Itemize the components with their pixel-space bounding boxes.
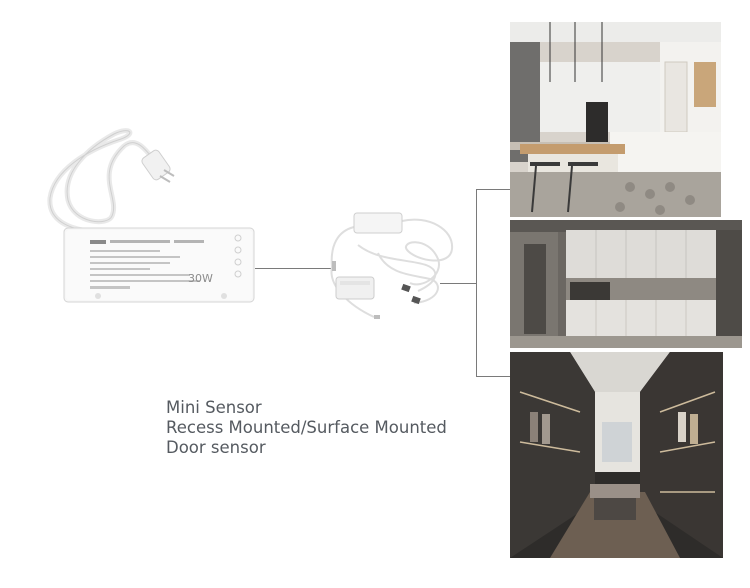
bracket-horizontal-line <box>440 283 476 284</box>
caption-line-3: Door sensor <box>166 438 266 457</box>
connector-line <box>255 268 331 269</box>
caption-line-1: Mini Sensor <box>166 398 262 417</box>
caption-line-2: Recess Mounted/Surface Mounted <box>166 418 447 437</box>
bracket-top-line <box>476 189 510 190</box>
kitchen-cabinets-photo <box>510 220 742 348</box>
bracket-bottom-line <box>476 376 510 377</box>
bracket-vertical-line <box>476 189 477 376</box>
driver-power-label: 30W <box>188 272 213 285</box>
product-caption: Mini Sensor Recess Mounted/Surface Mount… <box>166 398 447 458</box>
led-driver-image: 30W <box>28 120 258 310</box>
kitchen-island-photo <box>510 22 721 217</box>
walk-in-wardrobe-photo <box>510 352 723 558</box>
mini-sensor-image <box>318 205 468 330</box>
